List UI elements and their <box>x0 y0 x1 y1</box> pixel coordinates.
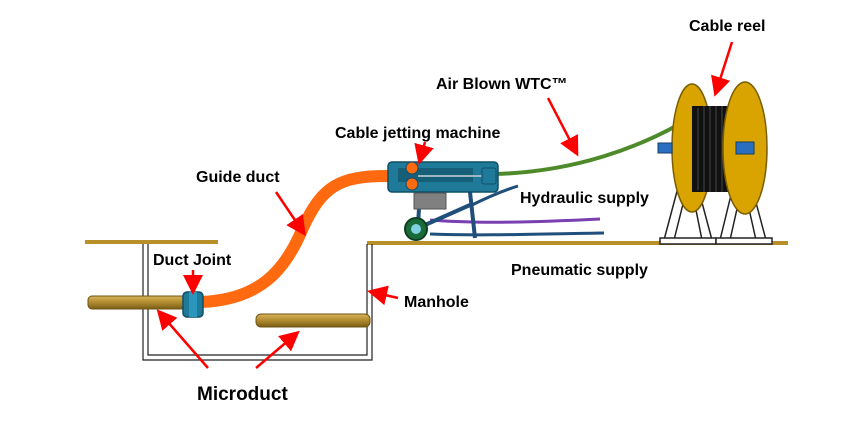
label-guide-duct: Guide duct <box>196 169 280 186</box>
arrow-cable-reel <box>711 41 734 97</box>
label-hydraulic-supply: Hydraulic supply <box>520 190 649 207</box>
microduct-right <box>255 313 371 328</box>
duct-joint-band <box>189 292 197 317</box>
jetting-machine <box>387 161 499 241</box>
arrow-manhole <box>367 285 399 306</box>
guide-duct <box>194 170 394 308</box>
arrow-air-blown <box>546 97 579 157</box>
pointer-arrows <box>156 41 734 369</box>
arrow-guide-duct <box>274 191 306 237</box>
label-cable-jetting-machine: Cable jetting machine <box>335 125 500 142</box>
label-microduct: Microduct <box>197 384 288 405</box>
label-manhole: Manhole <box>404 294 469 311</box>
arrow-jetting-machine <box>414 141 434 165</box>
arrow-microduct-left <box>156 309 209 369</box>
label-duct-joint: Duct Joint <box>153 252 232 269</box>
arrow-microduct-right <box>255 330 300 369</box>
label-air-blown-wtc: Air Blown WTC™ <box>436 76 568 93</box>
microduct-left <box>87 295 193 310</box>
label-cable-reel: Cable reel <box>689 18 765 35</box>
label-pneumatic-supply: Pneumatic supply <box>511 262 648 279</box>
pneumatic-line <box>429 217 601 224</box>
hydraulic-line-upper <box>469 184 519 208</box>
hydraulic-line <box>429 231 605 237</box>
cable-reel <box>657 81 773 245</box>
